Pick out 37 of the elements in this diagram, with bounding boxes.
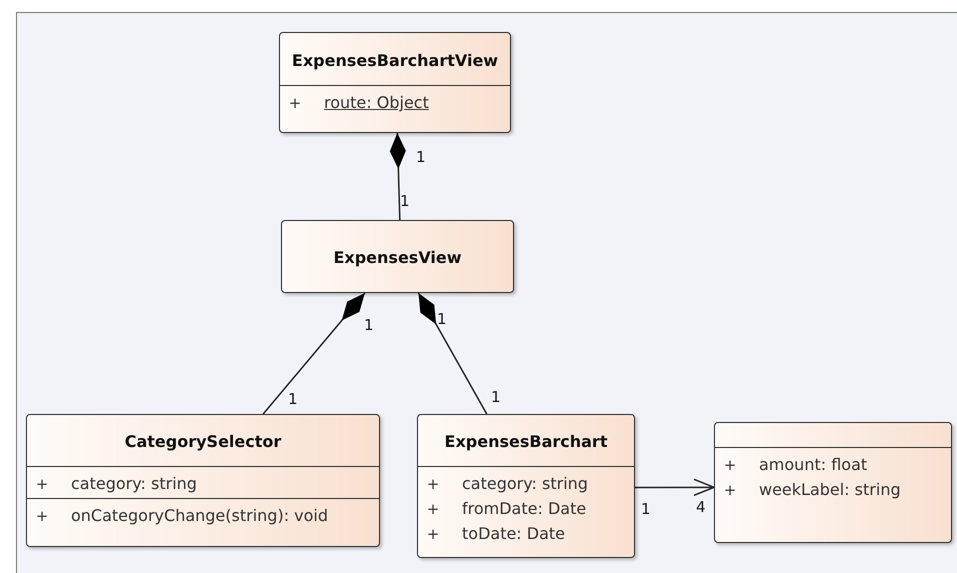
multiplicity-label: 1 — [641, 500, 651, 518]
member-text: weekLabel: string — [759, 480, 901, 499]
member-text: amount: float — [759, 455, 868, 474]
multiplicity-label: 4 — [696, 498, 706, 516]
class-name: ExpensesBarchart — [444, 432, 608, 451]
visibility-marker: + — [723, 456, 737, 474]
member-text: fromDate: Date — [462, 499, 586, 518]
visibility-marker: + — [426, 474, 440, 492]
class-box — [714, 422, 952, 543]
visibility-marker: + — [35, 474, 49, 492]
multiplicity-label: 1 — [491, 388, 501, 406]
association-arrow — [635, 478, 715, 496]
member-text: category: string — [71, 474, 197, 493]
multiplicity-label: 1 — [416, 148, 426, 166]
multiplicity-label: 1 — [400, 192, 410, 210]
visibility-marker: + — [426, 500, 440, 518]
class-name: ExpensesView — [333, 248, 462, 267]
member-text: route: Object — [324, 93, 429, 112]
class-box — [281, 220, 514, 293]
composition-line — [390, 132, 406, 220]
class-box — [26, 414, 380, 547]
visibility-marker: + — [426, 524, 440, 542]
multiplicity-label: 1 — [288, 390, 298, 408]
member-text: onCategoryChange(string): void — [71, 506, 328, 525]
class-box — [279, 32, 511, 133]
multiplicity-label: 1 — [437, 310, 447, 328]
class-box — [417, 414, 635, 558]
visibility-marker: + — [288, 94, 302, 112]
visibility-marker: + — [723, 480, 737, 498]
composition-line — [418, 292, 488, 414]
member-text: category: string — [462, 474, 588, 493]
member-text: toDate: Date — [462, 524, 566, 543]
visibility-marker: + — [35, 506, 49, 524]
composition-line — [262, 292, 366, 414]
multiplicity-label: 1 — [364, 316, 374, 334]
class-name: CategorySelector — [124, 432, 282, 451]
class-name: ExpensesBarchartView — [292, 50, 498, 70]
